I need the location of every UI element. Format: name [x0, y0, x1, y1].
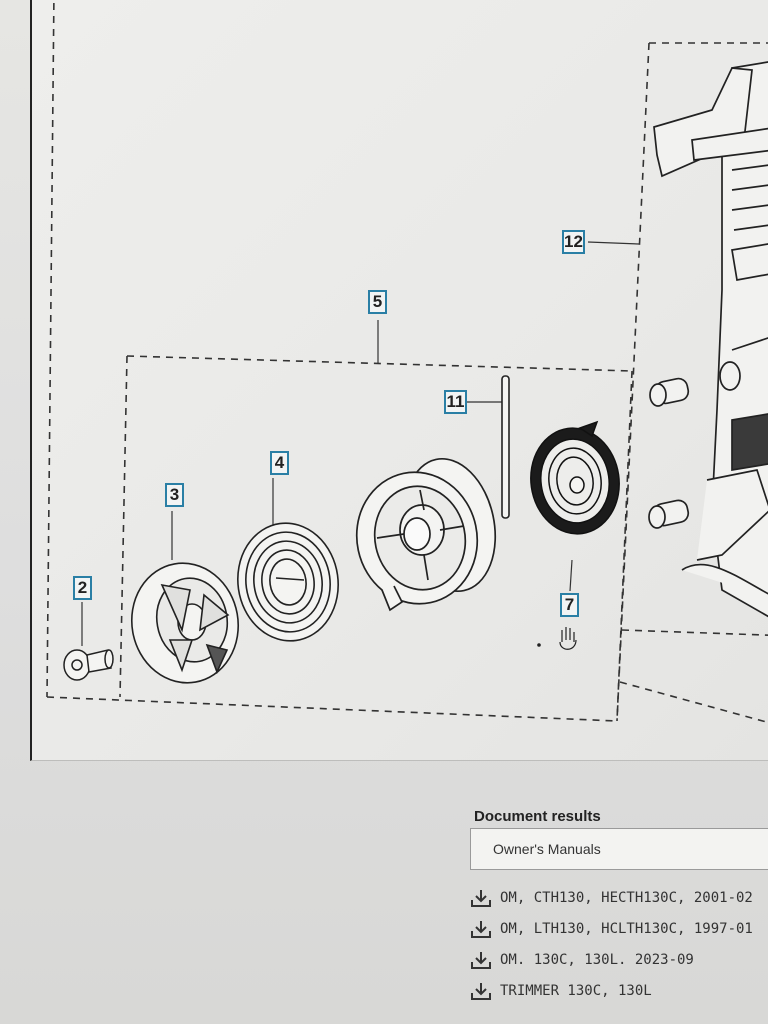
document-list: OM, CTH130, HECTH130C, 2001-02 OM, LTH13… [470, 882, 768, 1006]
cassette-part [530, 420, 620, 535]
download-icon [471, 951, 491, 969]
document-results-heading: Document results [474, 808, 601, 825]
callout-3[interactable]: 3 [165, 483, 184, 507]
reel-part [355, 457, 497, 612]
document-link[interactable]: OM, LTH130, HCLTH130C, 1997-01 [470, 913, 768, 944]
callout-2[interactable]: 2 [73, 576, 92, 600]
callout-12[interactable]: 12 [562, 230, 585, 254]
parts-diagram-page: 5 3 4 2 11 7 12 [30, 0, 768, 761]
document-link-label: TRIMMER 130C, 130L [500, 982, 652, 999]
document-link-label: OM. 130C, 130L. 2023-09 [500, 951, 694, 968]
document-link[interactable]: TRIMMER 130C, 130L [470, 975, 768, 1006]
hand-cursor-icon [537, 627, 577, 650]
callout-5[interactable]: 5 [368, 290, 387, 314]
document-link-label: OM, LTH130, HCLTH130C, 1997-01 [500, 920, 753, 937]
document-results-panel: Document results Owner's Manuals OM, CTH… [470, 808, 768, 1006]
callout-4[interactable]: 4 [270, 451, 289, 475]
screw-part [63, 649, 114, 681]
spring-part [237, 522, 339, 642]
document-link-label: OM, CTH130, HECTH130C, 2001-02 [500, 889, 753, 906]
rope-part [501, 375, 510, 519]
download-icon [471, 982, 491, 1000]
document-category-select[interactable]: Owner's Manuals [470, 828, 768, 870]
document-category-value: Owner's Manuals [493, 841, 601, 857]
engine-housing-part [648, 61, 768, 618]
document-link[interactable]: OM. 130C, 130L. 2023-09 [470, 944, 768, 975]
pulley-part [130, 562, 240, 684]
download-icon [471, 889, 491, 907]
document-link[interactable]: OM, CTH130, HECTH130C, 2001-02 [470, 882, 768, 913]
callout-7[interactable]: 7 [560, 593, 579, 617]
download-icon [471, 920, 491, 938]
exploded-parts-diagram [46, 0, 768, 724]
callout-11[interactable]: 11 [444, 390, 467, 414]
